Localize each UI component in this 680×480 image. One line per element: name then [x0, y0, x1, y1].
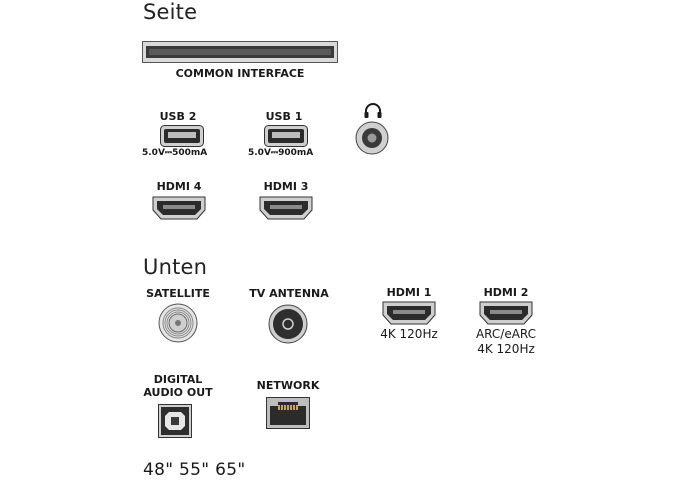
hdmi2-label: HDMI 2 — [483, 286, 529, 299]
usb2-label: USB 2 — [159, 110, 197, 123]
side-section-title: Seite — [143, 0, 198, 24]
hdmi1-port-icon — [382, 301, 436, 325]
digital-audio-label-line1: DIGITAL — [153, 373, 203, 386]
headphone-jack-icon — [355, 121, 389, 155]
tv-antenna-connector-icon — [268, 304, 308, 344]
hdmi4-label: HDMI 4 — [156, 180, 202, 193]
optical-audio-port-icon — [158, 404, 192, 438]
hdmi2-port-icon — [479, 301, 533, 325]
usb1-port-icon — [264, 125, 308, 147]
satellite-connector-icon — [158, 303, 198, 343]
ethernet-port-icon — [266, 397, 310, 429]
hdmi2-res-spec: 4K 120Hz — [477, 342, 535, 356]
hdmi1-label: HDMI 1 — [386, 286, 432, 299]
usb2-spec: 5.0V⎓500mA — [142, 148, 208, 158]
common-interface-slot-icon — [142, 41, 338, 63]
common-interface-label: COMMON INTERFACE — [175, 67, 305, 80]
hdmi1-spec: 4K 120Hz — [380, 327, 438, 341]
satellite-label: SATELLITE — [146, 287, 210, 300]
hdmi3-label: HDMI 3 — [263, 180, 309, 193]
usb2-port-icon — [160, 125, 204, 147]
usb1-spec: 5.0V⎓900mA — [248, 148, 314, 158]
hdmi4-port-icon — [152, 196, 206, 220]
headphone-icon — [364, 103, 382, 119]
bottom-section-title: Unten — [143, 255, 208, 279]
digital-audio-label-line2: AUDIO OUT — [143, 386, 213, 399]
screen-sizes: 48" 55" 65" — [143, 460, 246, 480]
network-label: NETWORK — [256, 379, 320, 392]
hdmi2-arc-spec: ARC/eARC — [475, 327, 537, 341]
tv-antenna-label: TV ANTENNA — [249, 287, 329, 300]
usb1-label: USB 1 — [265, 110, 303, 123]
hdmi3-port-icon — [259, 196, 313, 220]
